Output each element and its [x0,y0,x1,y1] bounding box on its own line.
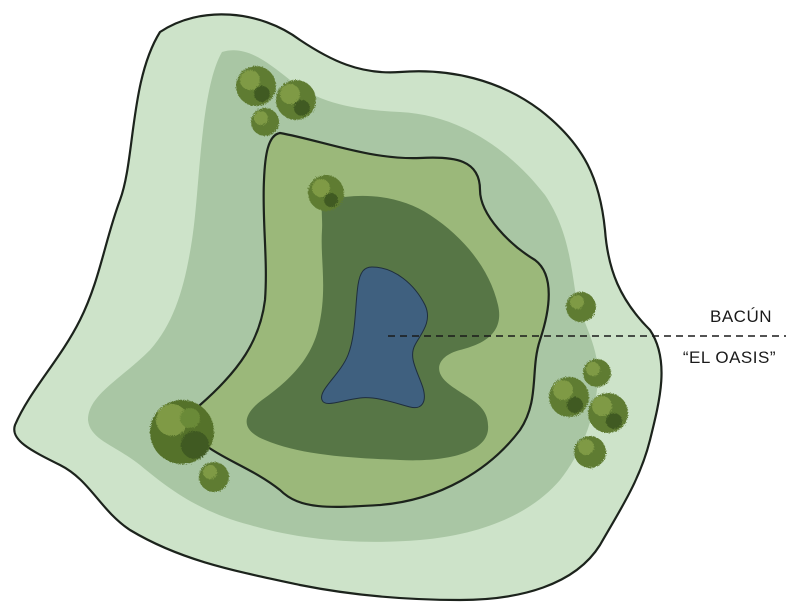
tree-icon [251,108,279,136]
tree-icon [199,462,229,492]
tree-icon [588,393,628,433]
tree-icon [236,66,276,106]
site-name-top-label: BACÚN [710,307,772,327]
tree-icon [574,436,606,468]
tree-icon [566,292,596,322]
tree-icon [583,359,611,387]
site-name-bottom-label: “EL OASIS” [683,348,776,368]
tree-icon [549,377,589,417]
tree-icon [308,175,344,211]
tree-icon [276,80,316,120]
tree-icon [150,400,214,464]
